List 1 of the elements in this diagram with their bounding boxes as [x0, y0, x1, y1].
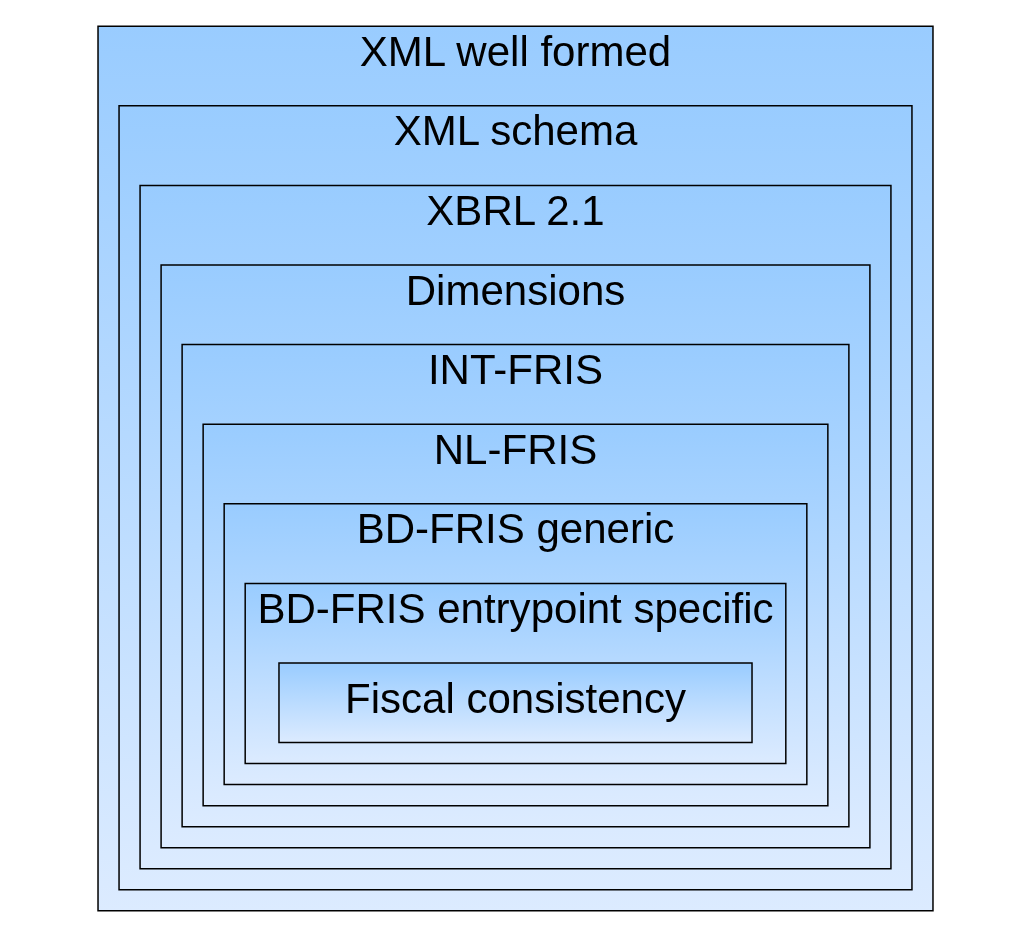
node-box: Fiscal consistency: [278, 662, 753, 744]
